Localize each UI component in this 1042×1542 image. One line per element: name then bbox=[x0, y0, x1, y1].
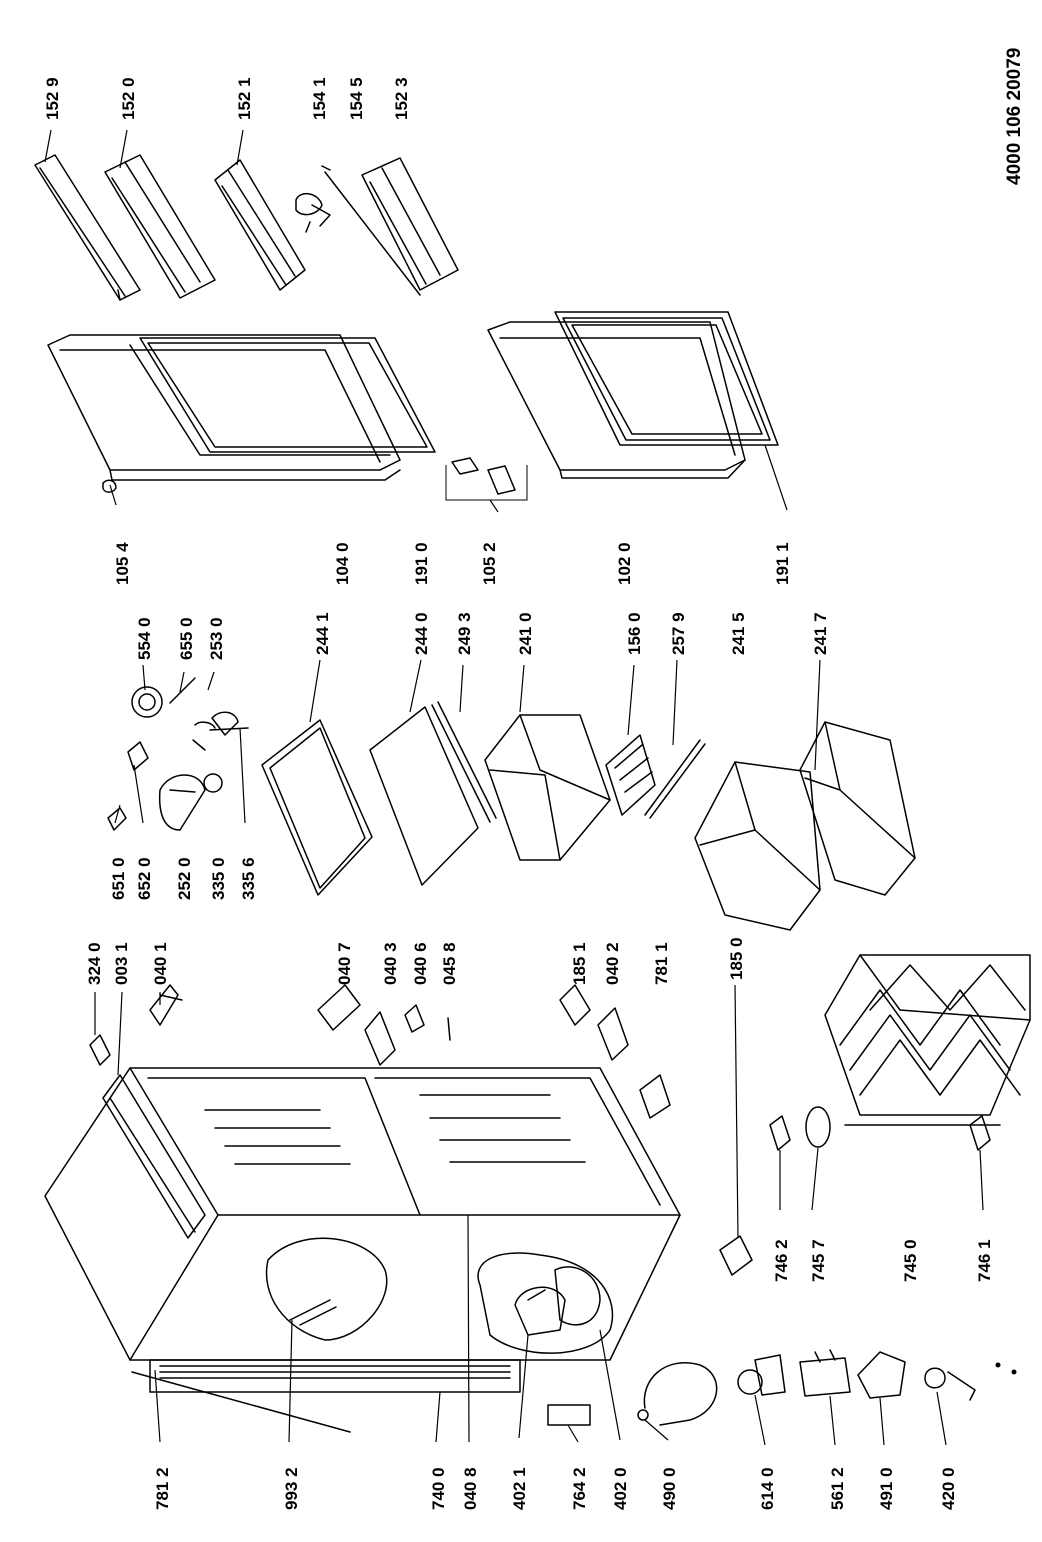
ring-7457 bbox=[805, 1106, 831, 1148]
freezer-drawer-2417 bbox=[799, 721, 916, 896]
part-label: 185 1 bbox=[570, 942, 589, 985]
vent-cover-1560 bbox=[605, 734, 656, 816]
part-label: 781 1 bbox=[652, 942, 671, 985]
part-label: 241 7 bbox=[811, 612, 830, 655]
part-label: 102 0 bbox=[615, 542, 634, 585]
part-label: 324 0 bbox=[85, 942, 104, 985]
part-label: 764 2 bbox=[570, 1467, 589, 1510]
glass-shelf-2441 bbox=[261, 719, 373, 896]
part-label: 185 0 bbox=[727, 937, 746, 980]
electric-parts-6140-4200 bbox=[737, 1349, 1017, 1401]
part-label: 491 0 bbox=[877, 1467, 896, 1510]
part-label: 745 7 bbox=[809, 1239, 828, 1282]
part-label: 152 3 bbox=[392, 77, 411, 120]
drawer-2410 bbox=[484, 714, 611, 861]
part-label: 561 2 bbox=[828, 1467, 847, 1510]
leader-lines bbox=[44, 129, 984, 1446]
part-label: 156 0 bbox=[625, 612, 644, 655]
part-label: 335 0 bbox=[209, 857, 228, 900]
door-gasket-1911 bbox=[554, 311, 779, 446]
part-label: 104 0 bbox=[333, 542, 352, 585]
document-number: 4000 106 20079 bbox=[1004, 48, 1025, 185]
door-cap-1054 bbox=[102, 479, 117, 493]
part-label: 253 0 bbox=[207, 617, 226, 660]
part-label: 152 9 bbox=[43, 77, 62, 120]
part-label: 191 1 bbox=[773, 542, 792, 585]
cover-3240 bbox=[89, 1034, 111, 1066]
top-hinge-0031 bbox=[102, 1074, 206, 1239]
hinge-parts-0407-0458 bbox=[317, 984, 671, 1119]
part-label: 191 0 bbox=[412, 542, 431, 585]
rail-2579 bbox=[644, 739, 706, 819]
part-label: 746 1 bbox=[975, 1239, 994, 1282]
rod-7812 bbox=[131, 1371, 351, 1433]
compressor-4021 bbox=[514, 1266, 601, 1336]
part-label: 740 0 bbox=[429, 1467, 448, 1510]
part-label: 490 0 bbox=[660, 1467, 679, 1510]
part-label: 040 6 bbox=[411, 942, 430, 985]
part-label: 154 5 bbox=[347, 77, 366, 120]
part-label: 105 2 bbox=[480, 542, 499, 585]
door-shelf-1529 bbox=[34, 154, 141, 301]
part-label: 781 2 bbox=[153, 1467, 172, 1510]
door-shelf-1523 bbox=[361, 157, 459, 291]
part-label: 554 0 bbox=[135, 617, 154, 660]
door-stop-1541 bbox=[295, 193, 331, 233]
part-label: 420 0 bbox=[939, 1467, 958, 1510]
cabinet-body bbox=[44, 1067, 681, 1361]
condenser-rack-7450 bbox=[824, 954, 1031, 1126]
hinge-bracket-0401 bbox=[149, 984, 183, 1026]
part-label: 040 2 bbox=[603, 942, 622, 985]
thermostat-lamp-group bbox=[107, 677, 249, 831]
part-label: 152 1 bbox=[235, 77, 254, 120]
part-label: 152 0 bbox=[119, 77, 138, 120]
cover-1850 bbox=[719, 1235, 753, 1276]
part-label: 745 0 bbox=[901, 1239, 920, 1282]
part-label: 614 0 bbox=[758, 1467, 777, 1510]
hinge-set-1052 bbox=[445, 457, 528, 501]
part-number-labels: 152 9 152 0 152 1 154 1 154 5 152 3 105 4 104 0… bbox=[43, 77, 994, 1510]
part-label: 040 7 bbox=[335, 942, 354, 985]
upper-door-1040 bbox=[47, 334, 436, 481]
glass-shelf-2440 bbox=[369, 701, 497, 886]
part-label: 244 1 bbox=[313, 612, 332, 655]
part-label: 655 0 bbox=[177, 617, 196, 660]
part-label: 402 0 bbox=[611, 1467, 630, 1510]
part-label: 746 2 bbox=[772, 1239, 791, 1282]
clips-7462-7461 bbox=[769, 1115, 991, 1151]
relay-7642 bbox=[547, 1404, 591, 1426]
part-label: 241 0 bbox=[516, 612, 535, 655]
door-shelf-1520 bbox=[104, 154, 216, 299]
door-rod-1545 bbox=[321, 165, 421, 296]
part-label: 154 1 bbox=[310, 77, 329, 120]
part-label: 040 3 bbox=[381, 942, 400, 985]
part-label: 003 1 bbox=[112, 942, 131, 985]
part-label: 651 0 bbox=[109, 857, 128, 900]
freezer-drawer-2415 bbox=[694, 761, 821, 931]
drip-tray-7400 bbox=[149, 1359, 521, 1393]
part-label: 993 2 bbox=[282, 1467, 301, 1510]
part-label: 241 5 bbox=[729, 612, 748, 655]
part-label: 252 0 bbox=[175, 857, 194, 900]
part-label: 040 8 bbox=[461, 1467, 480, 1510]
cable-4900 bbox=[637, 1362, 718, 1426]
door-shelf-1521 bbox=[214, 159, 306, 291]
part-label: 335 6 bbox=[239, 857, 258, 900]
part-label: 040 1 bbox=[151, 942, 170, 985]
part-label: 652 0 bbox=[135, 857, 154, 900]
part-label: 105 4 bbox=[113, 542, 132, 585]
part-label: 045 8 bbox=[440, 942, 459, 985]
part-label: 257 9 bbox=[669, 612, 688, 655]
part-label: 244 0 bbox=[412, 612, 431, 655]
lower-door-1020 bbox=[487, 321, 746, 479]
part-label: 249 3 bbox=[455, 612, 474, 655]
part-label: 402 1 bbox=[510, 1467, 529, 1510]
